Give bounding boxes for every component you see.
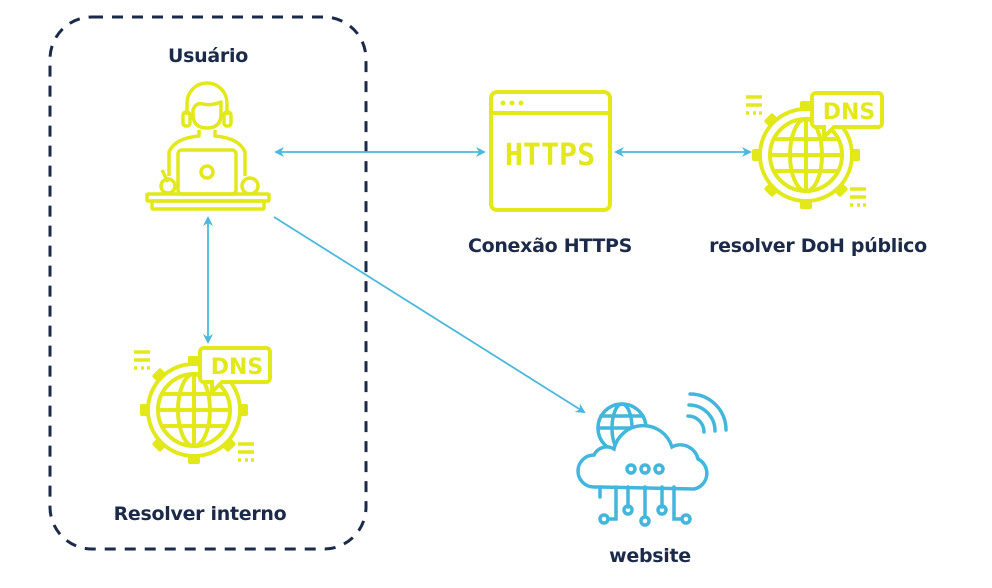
dns-icon-text: DNS [211,355,264,380]
doh-node-label: resolver DoH público [709,235,927,257]
edge-user-website [273,216,586,414]
dns-icon-text: DNS [823,100,876,125]
https-icon-text: HTTPS [505,138,595,173]
https-node-label: Conexão HTTPS [467,235,633,257]
dns-globe-icon: DNS [132,346,272,466]
user-laptop-icon [145,81,271,211]
browser-window-icon: HTTPS [489,90,612,212]
group-title: Usuário [168,45,248,67]
cloud-network-icon [576,392,728,527]
website-node-label: website [609,545,691,567]
dns-globe-icon: DNS [744,91,884,211]
user-group-border [48,15,368,551]
internal-node-label: Resolver interno [113,503,287,525]
